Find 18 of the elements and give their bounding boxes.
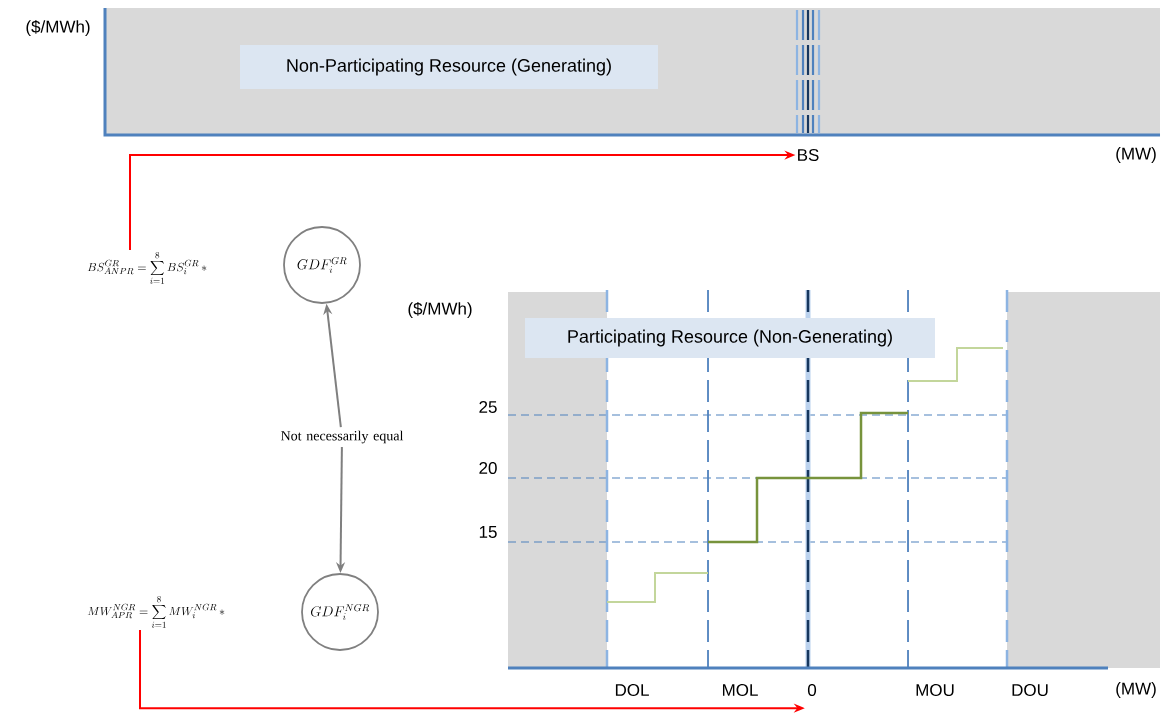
tick-label: 25 (479, 401, 497, 414)
tick-label: 0 (807, 684, 817, 697)
tick-label: DOU (1012, 684, 1048, 697)
note-text: Not necessarily equal (281, 430, 404, 444)
tick-label: 15 (479, 526, 497, 538)
tick-label: 20 (479, 462, 497, 475)
axis-unit-label: (MW) (1116, 682, 1156, 698)
axis-unit-label: ($/MWh) (26, 19, 90, 37)
title-box: Participating Resource (Non-Generating) (525, 318, 935, 358)
axis-unit-label: ($/MWh) (408, 301, 472, 319)
axis-label: BS (798, 149, 819, 162)
tick-label: MOU (916, 684, 954, 697)
tick-label: MOL (723, 684, 758, 697)
formula: $BS^{GR}_{ANPR}=\sum_{i=1}^{8} BS^{GR}_{i}\,*$ (87, 252, 207, 284)
tick-label: DOL (615, 684, 649, 697)
title-box: Non-Participating Resource (Generating) (240, 45, 658, 89)
axis-unit-label: (MW) (1116, 147, 1156, 163)
formula: $MW^{NGR}_{APR}=\sum_{i=1}^{8} MW^{NGR}_{i}\,*$ (87, 596, 225, 628)
